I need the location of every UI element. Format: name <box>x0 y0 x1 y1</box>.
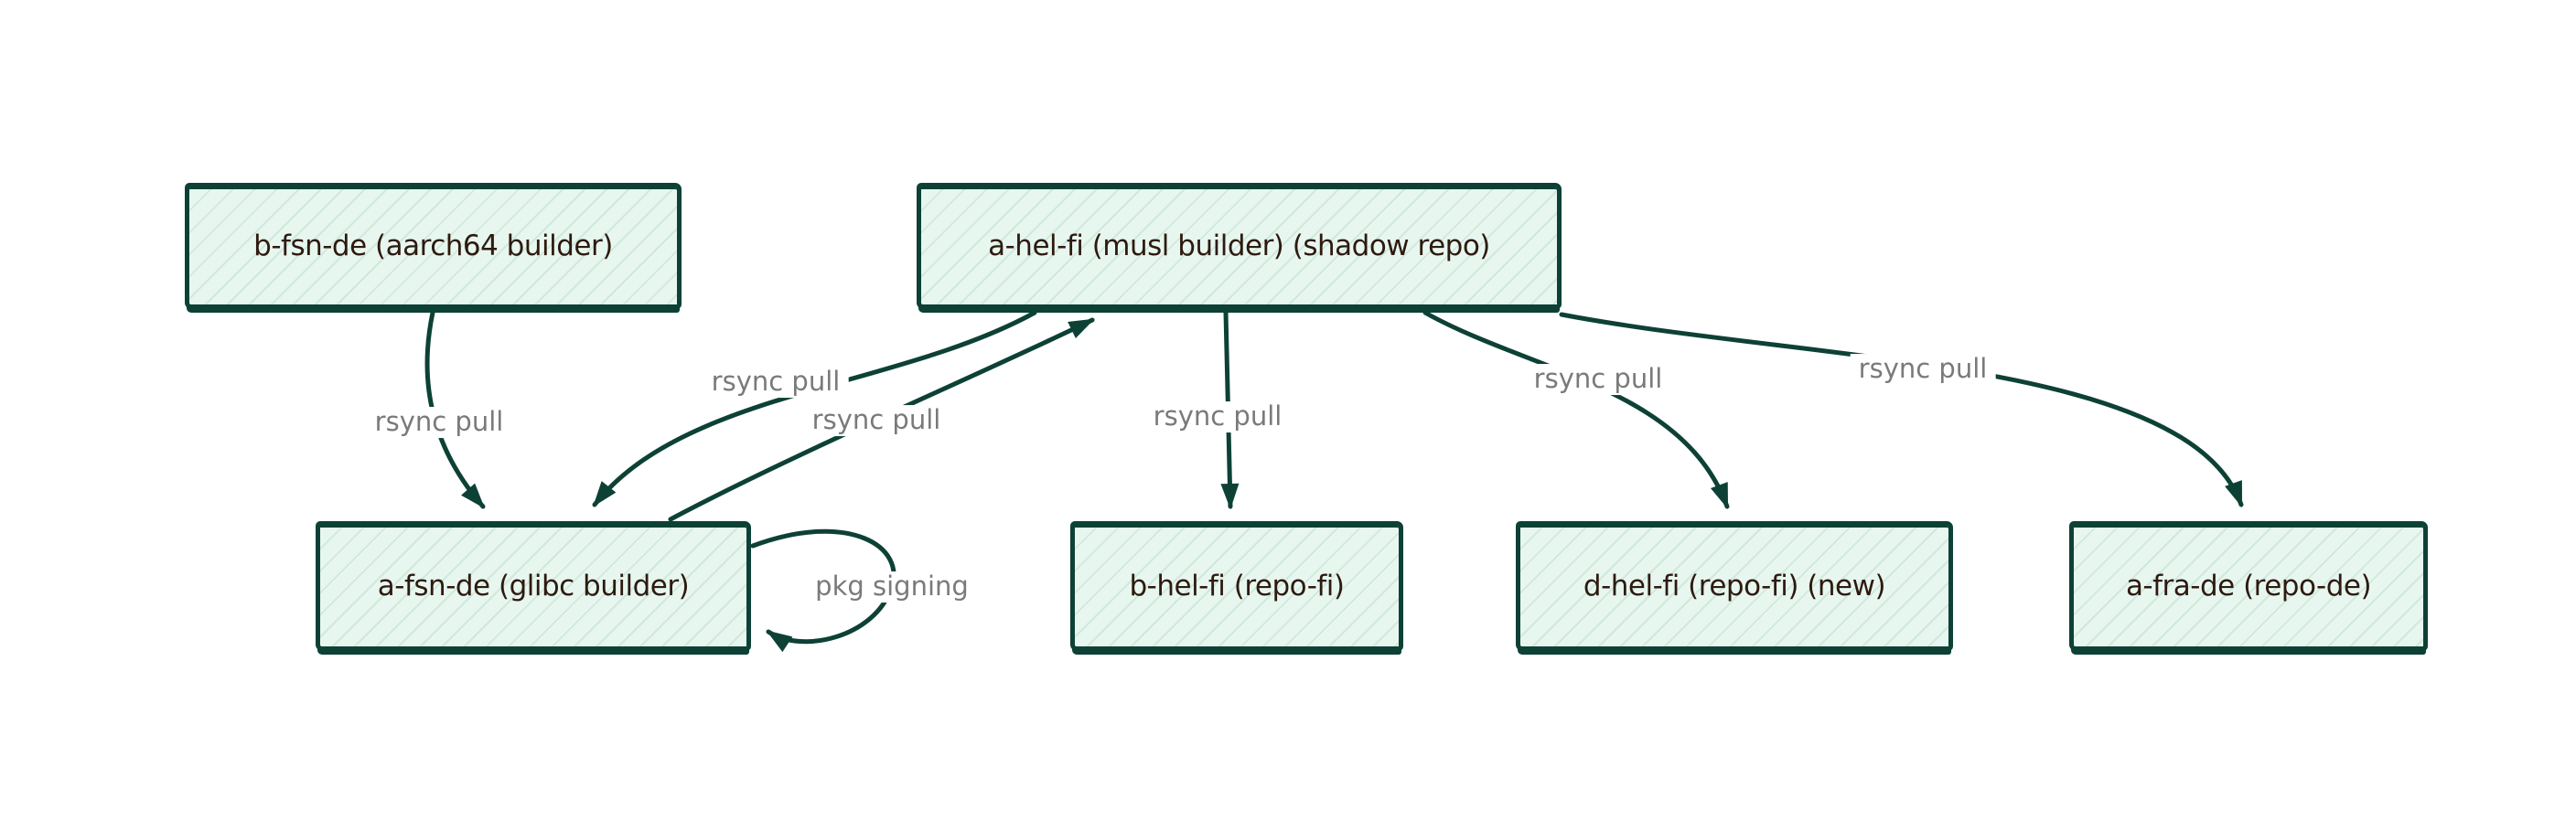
node-label-d-hel-fi: d-hel-fi (repo-fi) (new) <box>1583 570 1886 603</box>
node-label-a-fra-de: a-fra-de (repo-de) <box>2125 570 2372 603</box>
node-a-fra-de[interactable]: a-fra-de (repo-de) <box>2069 521 2428 651</box>
edge-a-hel-fi-to-a-fra-de[interactable] <box>1559 312 2244 507</box>
node-label-a-hel-fi: a-hel-fi (musl builder) (shadow repo) <box>988 229 1490 262</box>
edge-label-a-hel-fi-to-d-hel-fi[interactable]: rsync pull <box>1525 364 1671 395</box>
node-b-fsn-de[interactable]: b-fsn-de (aarch64 builder) <box>185 183 682 309</box>
node-a-fsn-de[interactable]: a-fsn-de (glibc builder) <box>316 521 751 651</box>
edge-a-hel-fi-to-d-hel-fi[interactable] <box>1422 310 1730 509</box>
edge-label-a-hel-fi-to-a-fsn-de[interactable]: rsync pull <box>703 367 849 398</box>
edge-label-a-hel-fi-to-a-fra-de[interactable]: rsync pull <box>1850 354 1996 385</box>
node-label-b-fsn-de: b-fsn-de (aarch64 builder) <box>253 229 613 262</box>
edge-label-a-hel-fi-to-b-hel-fi[interactable]: rsync pull <box>1144 401 1291 432</box>
node-b-hel-fi[interactable]: b-hel-fi (repo-fi) <box>1070 521 1403 651</box>
edge-label-a-fsn-de-self-loop[interactable]: pkg signing <box>807 571 977 603</box>
node-d-hel-fi[interactable]: d-hel-fi (repo-fi) (new) <box>1516 521 1953 651</box>
node-label-b-hel-fi: b-hel-fi (repo-fi) <box>1129 570 1345 603</box>
node-a-hel-fi[interactable]: a-hel-fi (musl builder) (shadow repo) <box>917 183 1562 309</box>
edge-label-b-fsn-de-to-a-fsn-de[interactable]: rsync pull <box>366 407 512 438</box>
edge-label-a-fsn-de-to-a-hel-fi[interactable]: rsync pull <box>803 405 950 436</box>
node-label-a-fsn-de: a-fsn-de (glibc builder) <box>377 570 690 603</box>
